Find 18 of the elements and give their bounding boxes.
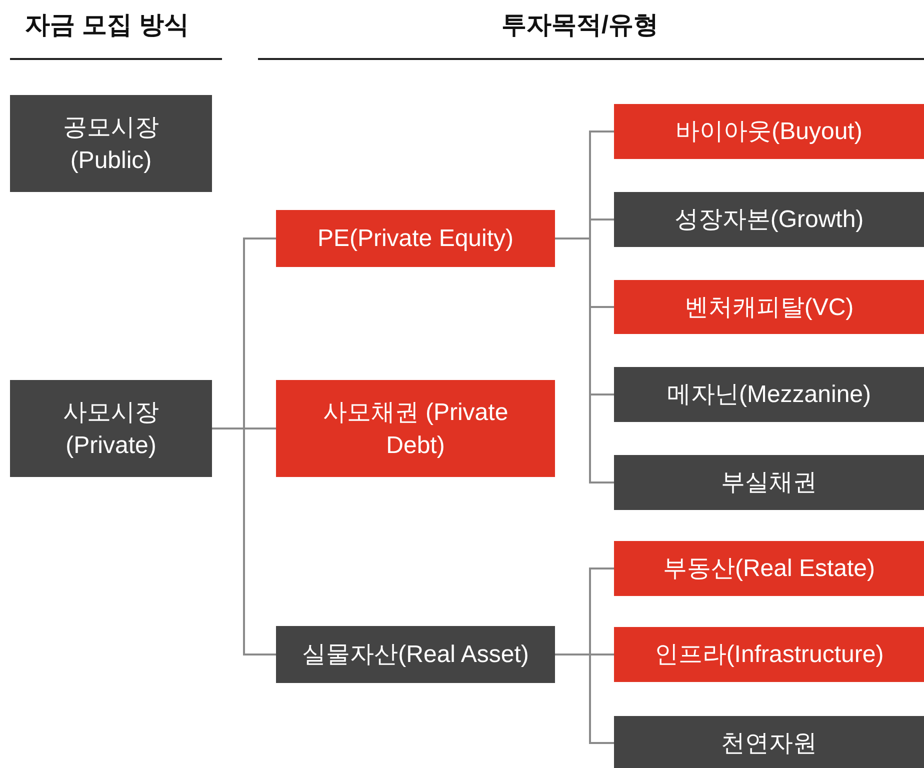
category-box: 사모채권 (Private Debt) bbox=[276, 380, 555, 477]
category-box: 실물자산(Real Asset) bbox=[276, 626, 555, 683]
connector-line bbox=[555, 238, 614, 484]
category-box: 공모시장 (Public) bbox=[10, 95, 212, 192]
column-heading: 자금 모집 방식 bbox=[25, 10, 189, 41]
category-box: 천연자원 bbox=[614, 716, 924, 768]
category-box: PE(Private Equity) bbox=[276, 210, 555, 267]
connector-line bbox=[555, 654, 614, 744]
connector-line bbox=[212, 428, 276, 656]
category-box: 부동산(Real Estate) bbox=[614, 541, 924, 596]
category-box: 벤처캐피탈(VC) bbox=[614, 280, 924, 334]
category-box: 메자닌(Mezzanine) bbox=[614, 367, 924, 422]
category-box: 바이아웃(Buyout) bbox=[614, 104, 924, 159]
category-box: 성장자본(Growth) bbox=[614, 192, 924, 247]
category-box: 인프라(Infrastructure) bbox=[614, 627, 924, 682]
category-box: 사모시장 (Private) bbox=[10, 380, 212, 477]
category-box: 부실채권 bbox=[614, 455, 924, 510]
column-heading: 투자목적/유형 bbox=[502, 10, 658, 41]
